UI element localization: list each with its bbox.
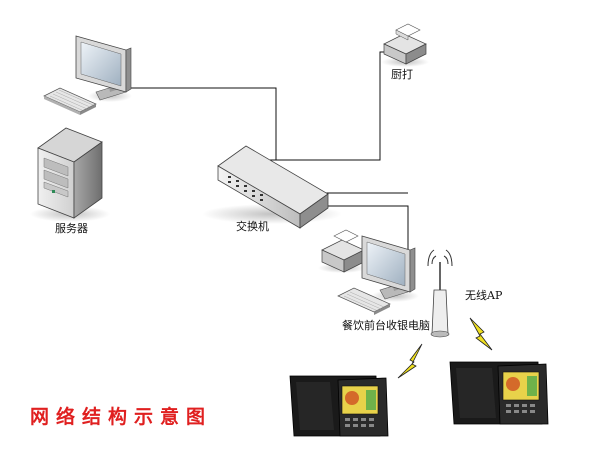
ordering-tablet-icon-2: [449, 361, 549, 425]
server-tower-icon: [30, 127, 110, 222]
server-label: 服务器: [55, 222, 88, 235]
cashier-monitor-icon: [361, 235, 419, 302]
lightning-icon: [469, 317, 493, 351]
switch-label: 交换机: [236, 220, 269, 233]
cashier-label: 餐饮前台收银电脑: [342, 319, 430, 332]
diagram-title: 网络结构示意图: [30, 406, 213, 428]
ordering-tablet-icon: [289, 375, 389, 437]
link-server-switch: [110, 87, 277, 160]
wireless-ap-icon: [427, 249, 453, 338]
link-switch-ap: [320, 205, 409, 250]
keyboard-icon: [43, 87, 97, 115]
ap-label: 无线AP: [465, 289, 503, 302]
cashier-printer-icon: [318, 229, 366, 273]
switch-icon: [202, 145, 342, 229]
printer-label: 厨打: [391, 68, 413, 81]
lightning-icon-left: [397, 343, 423, 379]
printer-icon: [381, 23, 429, 67]
cashier-keyboard-icon: [337, 287, 391, 315]
monitor-icon: [75, 35, 132, 102]
link-switch-printer: [270, 51, 392, 161]
